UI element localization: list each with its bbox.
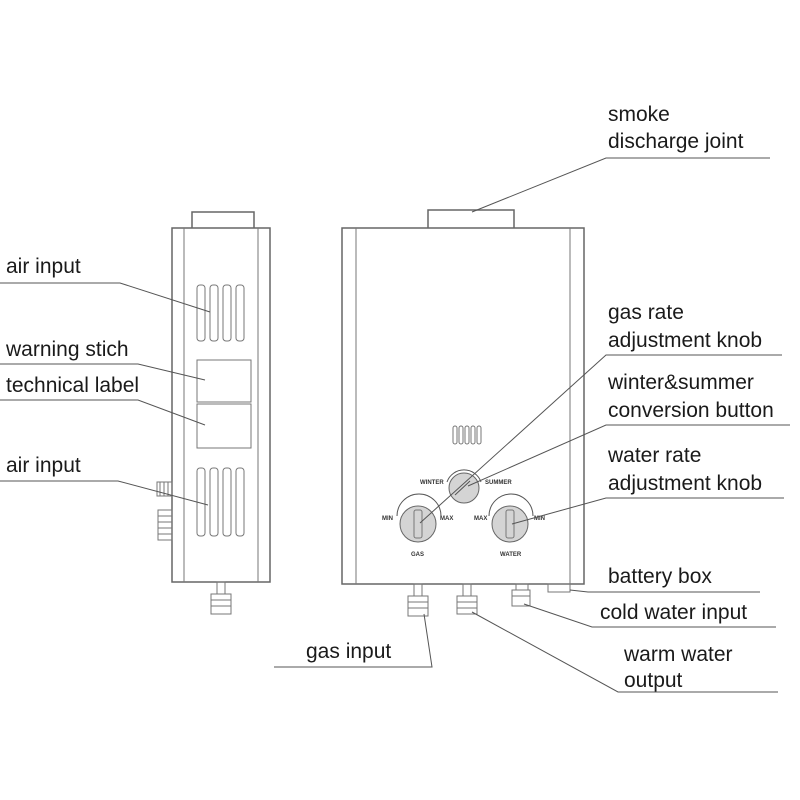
- water-rate-label-2: adjustment knob: [608, 472, 762, 495]
- gas-min-mark: MIN: [382, 516, 393, 522]
- warm-water-label-1: warm water: [623, 643, 733, 666]
- side-view: [156, 211, 271, 615]
- side-knob-upper: [156, 481, 173, 497]
- side-body: [171, 227, 271, 583]
- gas-input-fitting: [407, 583, 429, 617]
- smoke-discharge-label-1: smoke: [608, 103, 670, 126]
- gas-max-mark: MAX: [440, 516, 453, 522]
- gas-input-label: gas input: [306, 640, 391, 663]
- air-input-top-label: air input: [6, 255, 81, 278]
- callout-labels: smoke discharge joint air input warning …: [5, 103, 774, 692]
- technical-label-label: technical label: [6, 374, 139, 397]
- air-input-bottom-label: air input: [6, 454, 81, 477]
- cold-water-fitting: [511, 583, 531, 607]
- gas-rate-label-2: adjustment knob: [608, 329, 762, 352]
- water-mark: WATER: [500, 552, 522, 558]
- winter-mark: WINTER: [420, 480, 444, 486]
- warm-water-fitting: [456, 583, 478, 615]
- warning-stich-panel: [196, 359, 252, 403]
- front-view: WINTER SUMMER MIN MAX GAS MAX MIN WATER: [341, 209, 585, 617]
- battery-box-label: battery box: [608, 565, 712, 588]
- water-rate-label-1: water rate: [607, 444, 701, 467]
- winter-summer-button[interactable]: [448, 472, 480, 504]
- water-min-mark: MIN: [534, 516, 545, 522]
- side-knob-lower: [157, 509, 173, 541]
- summer-mark: SUMMER: [485, 480, 512, 486]
- front-top-vent: [427, 209, 515, 231]
- cold-water-input-label: cold water input: [600, 601, 747, 624]
- gas-mark: GAS: [411, 552, 424, 558]
- side-bottom-fitting: [210, 581, 232, 615]
- front-body: [341, 227, 585, 585]
- water-max-mark: MAX: [474, 516, 487, 522]
- side-air-slots-top: [196, 284, 245, 342]
- leader-lines: [0, 157, 790, 693]
- winter-summer-label-2: conversion button: [608, 399, 774, 422]
- smoke-discharge-label-2: discharge joint: [608, 130, 744, 153]
- warning-stich-label: warning stich: [5, 338, 129, 361]
- technical-label-panel: [196, 403, 252, 449]
- winter-summer-label-1: winter&summer: [607, 371, 754, 394]
- gas-rate-knob[interactable]: [399, 505, 437, 543]
- battery-box: [547, 583, 571, 593]
- flame-window: [452, 425, 482, 445]
- warm-water-label-2: output: [624, 669, 683, 692]
- gas-rate-label-1: gas rate: [608, 301, 684, 324]
- water-rate-knob[interactable]: [491, 505, 529, 543]
